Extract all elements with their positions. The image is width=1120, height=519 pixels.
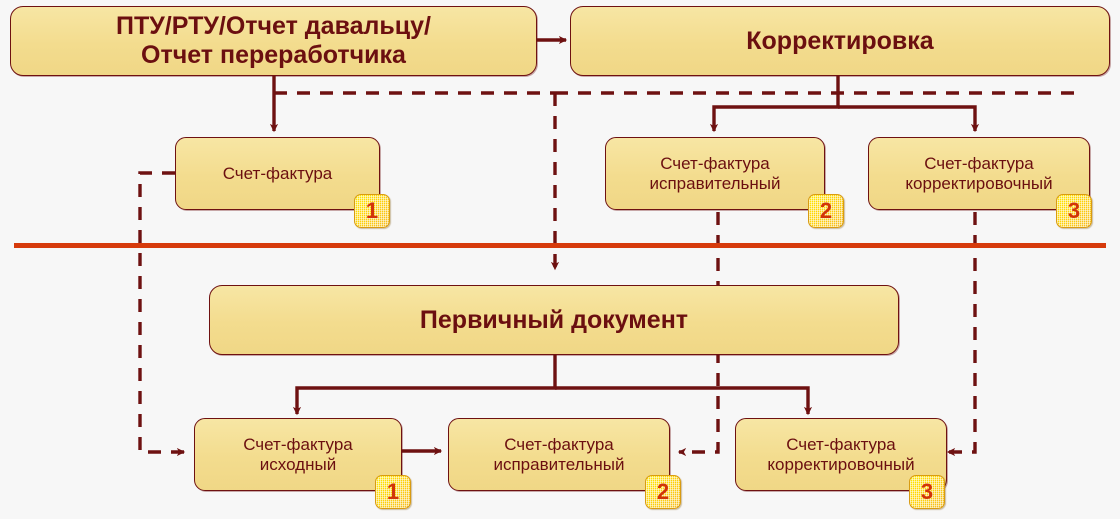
badge-lower-invoice-2: 2 [645, 475, 681, 509]
node-primary-document[interactable]: Первичный документ [209, 285, 899, 355]
node-upper-invoice-2[interactable]: Счет-фактура исправительный [605, 137, 825, 210]
node-upper-invoice-3[interactable]: Счет-фактура корректировочный [868, 137, 1090, 210]
connector-correction-to-invoice-3 [838, 105, 980, 133]
node-lower-invoice-2[interactable]: Счет-фактура исправительный [448, 418, 670, 491]
node-top-right-label: Корректировка [746, 26, 934, 55]
node-top-left[interactable]: ПТУ/РТУ/Отчет давальцу/ Отчет переработч… [10, 6, 537, 76]
badge-upper-invoice-1-value: 1 [365, 198, 379, 223]
badge-lower-invoice-1-value: 1 [386, 479, 400, 504]
connector-primary-document-trunk [292, 355, 557, 416]
connector-primary-document-to-lower-invoice-3 [555, 386, 813, 416]
badge-lower-invoice-3-value: 3 [920, 479, 934, 504]
node-primary-document-label: Первичный документ [419, 305, 689, 334]
node-lower-invoice-1-label: Счет-фактура исходный [243, 434, 353, 474]
node-lower-invoice-2-label: Счет-фактура исправительный [493, 434, 625, 474]
connector-upper-invoice-3-dashed [946, 212, 977, 457]
node-upper-invoice-2-label: Счет-фактура исправительный [649, 153, 781, 193]
badge-lower-invoice-2-value: 2 [656, 479, 670, 504]
badge-upper-invoice-3-value: 3 [1067, 198, 1081, 223]
badge-upper-invoice-2-value: 2 [819, 198, 833, 223]
connector-correction-trunk [709, 76, 840, 133]
node-upper-invoice-3-label: Счет-фактура корректировочный [905, 153, 1053, 193]
badge-upper-invoice-3: 3 [1056, 194, 1092, 228]
node-upper-invoice-1[interactable]: Счет-фактура [175, 137, 380, 210]
badge-upper-invoice-1: 1 [354, 194, 390, 228]
node-top-left-label: ПТУ/РТУ/Отчет давальцу/ Отчет переработч… [115, 12, 431, 69]
horizontal-separator [14, 243, 1106, 248]
node-lower-invoice-1[interactable]: Счет-фактура исходный [194, 418, 402, 491]
connector-upper-invoice-1-dashed-left [138, 171, 186, 457]
badge-lower-invoice-3: 3 [909, 475, 945, 509]
badge-upper-invoice-2: 2 [808, 194, 844, 228]
node-top-right-correction[interactable]: Корректировка [570, 6, 1110, 76]
node-upper-invoice-1-label: Счет-фактура [222, 163, 333, 183]
node-lower-invoice-3-label: Счет-фактура корректировочный [767, 434, 915, 474]
badge-lower-invoice-1: 1 [375, 475, 411, 509]
